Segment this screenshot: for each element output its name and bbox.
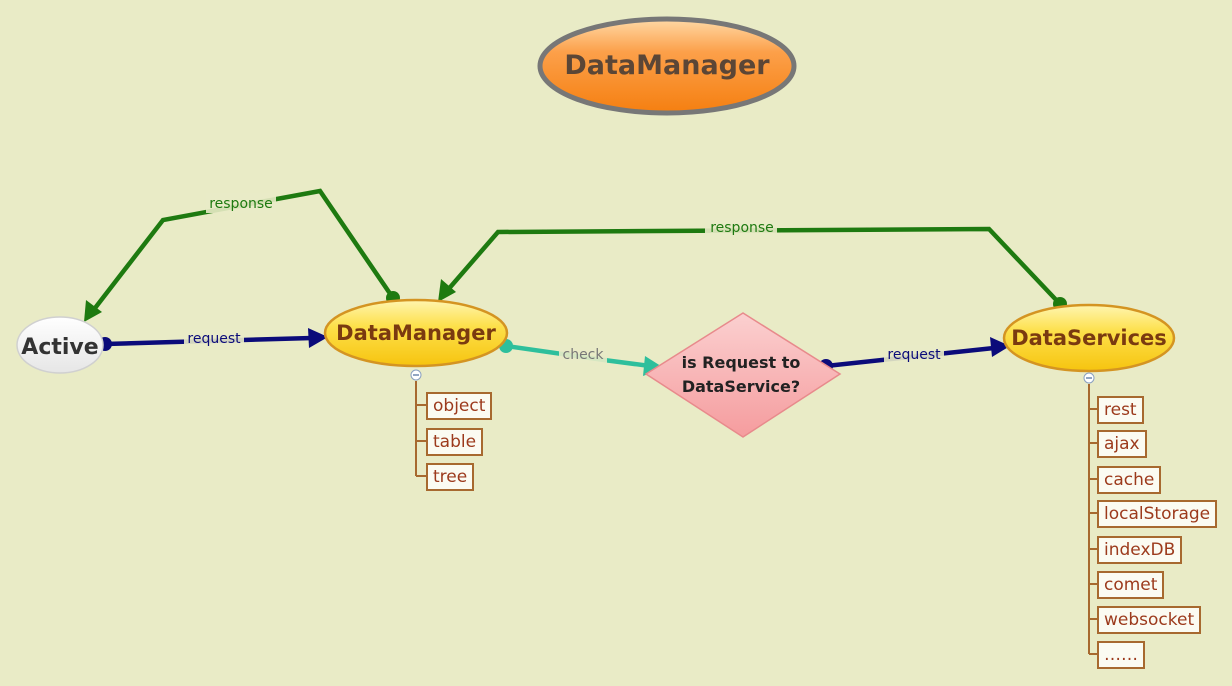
edge-label: request [887, 347, 941, 363]
edge-label: response [710, 220, 774, 236]
dataservices-children-connectors [1088, 384, 1097, 655]
node-active[interactable]: Active [16, 316, 104, 374]
dataservices-child-ajax[interactable]: ajax [1097, 430, 1147, 458]
arrowhead-icon [308, 328, 328, 348]
dataservices-child-websocket[interactable]: websocket [1097, 606, 1202, 634]
node-decision[interactable]: is Request to DataService? [644, 312, 842, 438]
node-label: DataServices [1011, 326, 1167, 350]
dataservices-child-indexdb[interactable]: indexDB [1097, 536, 1183, 564]
arrowhead-icon [438, 279, 456, 302]
datamanager-child-object[interactable]: object [426, 392, 493, 420]
edge-label: request [187, 331, 241, 347]
node-datamanager[interactable]: DataManager [323, 298, 509, 368]
node-label: Active [21, 335, 98, 360]
edge-label: check [563, 347, 605, 363]
decision-label-line1: is Request to [682, 353, 801, 372]
edge-datamanager-to-decision: check [499, 339, 664, 376]
arrowhead-icon [990, 337, 1010, 357]
dataservices-child-comet[interactable]: comet [1097, 571, 1165, 599]
title-text: DataManager [564, 50, 770, 81]
collapse-toggle-datamanager[interactable] [410, 369, 422, 381]
dataservices-child-rest[interactable]: rest [1097, 396, 1144, 424]
edge-label: response [209, 196, 273, 212]
dataservices-child-more[interactable]: …… [1097, 641, 1145, 669]
collapse-toggle-dataservices[interactable] [1083, 372, 1095, 384]
edge-dataservices-to-datamanager: response [438, 218, 1067, 311]
datamanager-children-connectors [415, 381, 426, 477]
decision-label-line2: DataService? [682, 377, 800, 396]
edge-decision-to-dataservices: request [819, 337, 1010, 373]
arrowhead-icon [643, 356, 664, 376]
dataservices-child-cache[interactable]: cache [1097, 466, 1162, 494]
edge-datamanager-to-active: response [84, 188, 400, 322]
node-dataservices[interactable]: DataServices [1002, 303, 1176, 373]
arrowhead-icon [84, 300, 102, 322]
edge-active-to-datamanager: request [98, 328, 328, 351]
datamanager-child-table[interactable]: table [426, 428, 484, 456]
datamanager-child-tree[interactable]: tree [426, 463, 475, 491]
title-node[interactable]: DataManager [537, 16, 797, 116]
dataservices-child-localstorage[interactable]: localStorage [1097, 500, 1218, 528]
node-label: DataManager [336, 321, 496, 345]
